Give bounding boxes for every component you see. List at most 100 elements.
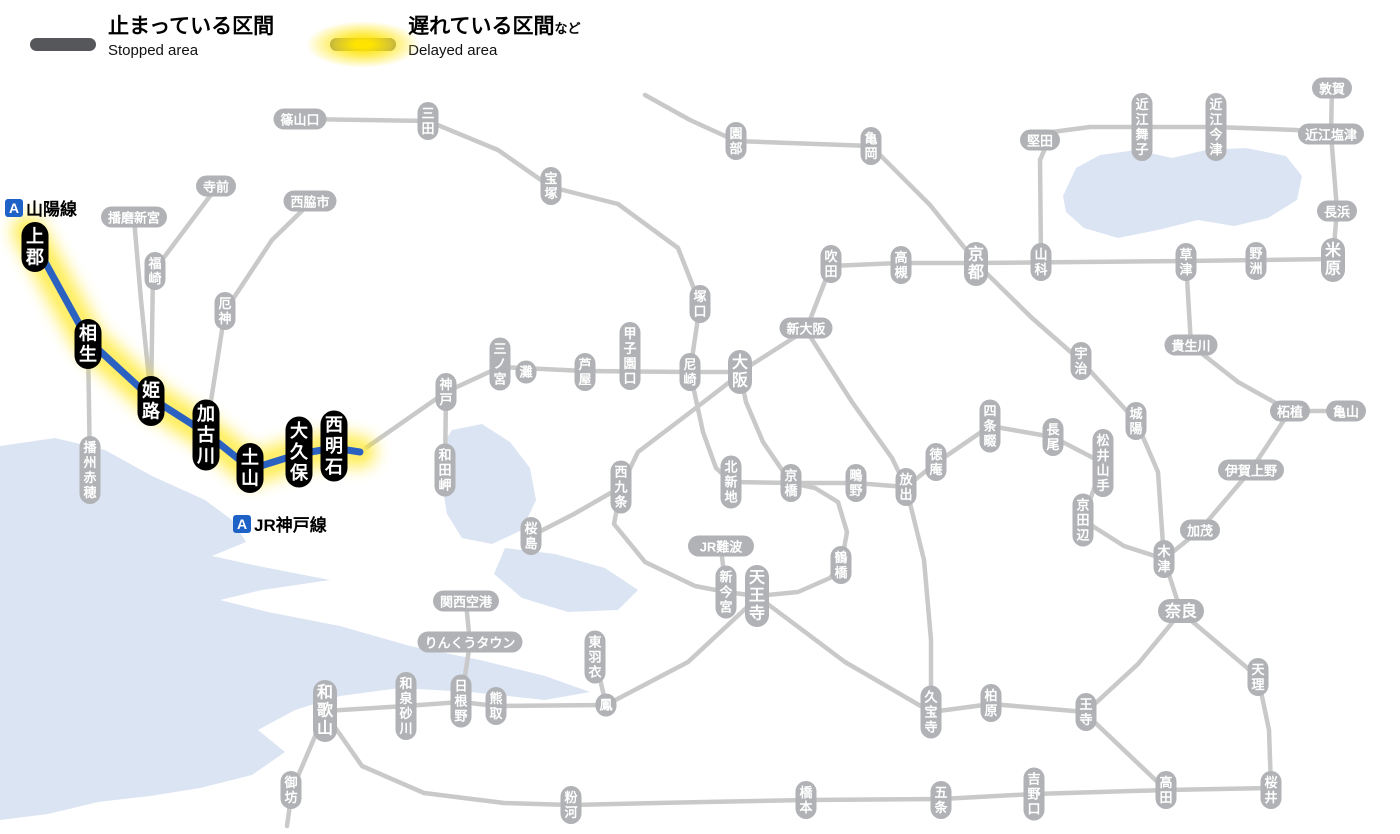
svg-text:明: 明 bbox=[325, 436, 343, 456]
svg-text:塚: 塚 bbox=[693, 289, 706, 304]
svg-text:辺: 辺 bbox=[1076, 528, 1089, 543]
svg-text:加: 加 bbox=[196, 404, 215, 424]
svg-text:神: 神 bbox=[218, 311, 231, 326]
svg-text:野: 野 bbox=[1027, 787, 1040, 802]
svg-text:山: 山 bbox=[241, 469, 259, 489]
svg-text:桜: 桜 bbox=[524, 521, 537, 536]
station-pill: 塚口 bbox=[689, 285, 711, 323]
station-pill: 粉河 bbox=[560, 786, 582, 824]
svg-text:敦賀: 敦賀 bbox=[1319, 82, 1345, 97]
svg-text:土: 土 bbox=[241, 448, 259, 468]
svg-text:尾: 尾 bbox=[1046, 437, 1059, 452]
svg-text:園: 園 bbox=[623, 356, 636, 371]
svg-text:京: 京 bbox=[1076, 498, 1089, 513]
svg-text:長浜: 長浜 bbox=[1324, 205, 1350, 220]
station-pill: 和歌山 bbox=[313, 680, 337, 742]
svg-text:長: 長 bbox=[1046, 422, 1060, 437]
svg-text:山: 山 bbox=[317, 720, 333, 738]
station-pill: 木津 bbox=[1153, 540, 1175, 578]
svg-text:尼: 尼 bbox=[683, 357, 696, 372]
water-area-kobe-harbor bbox=[440, 424, 536, 544]
rail-line-osaka-higashi bbox=[803, 327, 934, 715]
svg-text:治: 治 bbox=[1074, 361, 1087, 376]
svg-text:JR難波: JR難波 bbox=[700, 540, 744, 555]
rail-line-hokuriku bbox=[1328, 83, 1340, 261]
svg-text:山: 山 bbox=[1034, 247, 1047, 262]
station-pill: 柏原 bbox=[980, 684, 1002, 722]
svg-text:津: 津 bbox=[1157, 559, 1170, 574]
station-pill: 関西空港 bbox=[433, 590, 499, 612]
svg-text:寺前: 寺前 bbox=[203, 180, 229, 195]
rail-line-tozai bbox=[687, 369, 794, 486]
svg-text:相: 相 bbox=[79, 324, 97, 344]
svg-text:条: 条 bbox=[614, 495, 628, 510]
svg-text:州: 州 bbox=[82, 455, 96, 470]
station-pill: りんくうタウン bbox=[417, 631, 523, 653]
station-pill: 熊取 bbox=[485, 687, 507, 725]
rail-line-yamatoji bbox=[754, 593, 1184, 715]
svg-text:坊: 坊 bbox=[284, 790, 297, 805]
station-pill: 柘植 bbox=[1270, 400, 1310, 422]
svg-text:園: 園 bbox=[729, 126, 742, 141]
water-layer bbox=[0, 148, 1302, 820]
svg-text:田: 田 bbox=[421, 121, 434, 136]
svg-text:近江塩津: 近江塩津 bbox=[1305, 128, 1357, 143]
station-pill: 桜島 bbox=[520, 517, 542, 555]
svg-text:屋: 屋 bbox=[578, 372, 591, 387]
svg-text:関西空港: 関西空港 bbox=[440, 595, 493, 610]
svg-text:神: 神 bbox=[439, 377, 452, 392]
svg-text:天: 天 bbox=[1251, 662, 1265, 677]
station-pill: 芦屋 bbox=[574, 353, 596, 391]
line-label-kobe-name: JR神戸線 bbox=[254, 516, 327, 535]
station-pill: 吉野口 bbox=[1023, 767, 1045, 821]
svg-text:鳳: 鳳 bbox=[599, 698, 612, 713]
station-pill: 和田岬 bbox=[434, 443, 456, 497]
svg-text:九: 九 bbox=[613, 480, 627, 495]
line-label-sanyo-name: 山陽線 bbox=[26, 200, 77, 219]
svg-text:槻: 槻 bbox=[894, 265, 907, 280]
station-pill: 大阪 bbox=[728, 350, 752, 394]
station-pill: 宝塚 bbox=[540, 167, 562, 205]
station-pill: 鶴橋 bbox=[830, 546, 852, 584]
station-pill-alert: 土山 bbox=[236, 443, 264, 493]
svg-text:赤: 赤 bbox=[83, 470, 96, 485]
svg-text:洲: 洲 bbox=[1249, 261, 1262, 276]
rail-line-nara-line bbox=[973, 260, 1167, 562]
svg-text:高: 高 bbox=[1159, 775, 1172, 790]
line-a-badge-icon: A bbox=[5, 198, 23, 217]
svg-text:古: 古 bbox=[197, 424, 215, 445]
svg-text:王: 王 bbox=[1079, 697, 1092, 712]
rail-line-gakkentoshi bbox=[788, 423, 1167, 562]
svg-text:宝: 宝 bbox=[544, 171, 557, 186]
svg-text:条: 条 bbox=[934, 800, 948, 815]
svg-text:西脇市: 西脇市 bbox=[290, 195, 329, 210]
station-pill: 加茂 bbox=[1180, 519, 1220, 541]
station-pill: 三田 bbox=[417, 102, 439, 140]
svg-text:宮: 宮 bbox=[719, 600, 732, 615]
station-pill: 北新地 bbox=[720, 455, 742, 509]
svg-text:寺: 寺 bbox=[924, 720, 937, 735]
svg-text:西: 西 bbox=[614, 465, 627, 480]
station-pill: 西九条 bbox=[610, 460, 632, 514]
svg-text:岡: 岡 bbox=[864, 146, 877, 161]
svg-text:播磨新宮: 播磨新宮 bbox=[108, 211, 160, 226]
svg-text:三: 三 bbox=[493, 342, 506, 357]
svg-text:畷: 畷 bbox=[983, 434, 997, 449]
svg-text:和: 和 bbox=[317, 683, 333, 702]
station-pill: 城陽 bbox=[1125, 402, 1147, 440]
svg-text:加茂: 加茂 bbox=[1186, 524, 1213, 539]
svg-text:松: 松 bbox=[1096, 433, 1109, 448]
station-pill-alert: 加古川 bbox=[192, 399, 220, 471]
station-pill: JR難波 bbox=[688, 535, 754, 557]
station-pill: 厄神 bbox=[214, 292, 236, 330]
svg-text:甲: 甲 bbox=[623, 326, 636, 341]
station-pill: 西脇市 bbox=[283, 190, 337, 212]
svg-text:川: 川 bbox=[196, 446, 215, 466]
svg-text:部: 部 bbox=[729, 141, 742, 156]
svg-text:舞: 舞 bbox=[1134, 127, 1148, 142]
station-pill: 尼崎 bbox=[679, 353, 701, 391]
svg-text:宇: 宇 bbox=[1074, 346, 1087, 361]
legend-delayed-label-ja: 遅れている区間など bbox=[408, 12, 580, 41]
rail-line-kishin bbox=[131, 216, 154, 402]
svg-text:郡: 郡 bbox=[25, 248, 44, 268]
